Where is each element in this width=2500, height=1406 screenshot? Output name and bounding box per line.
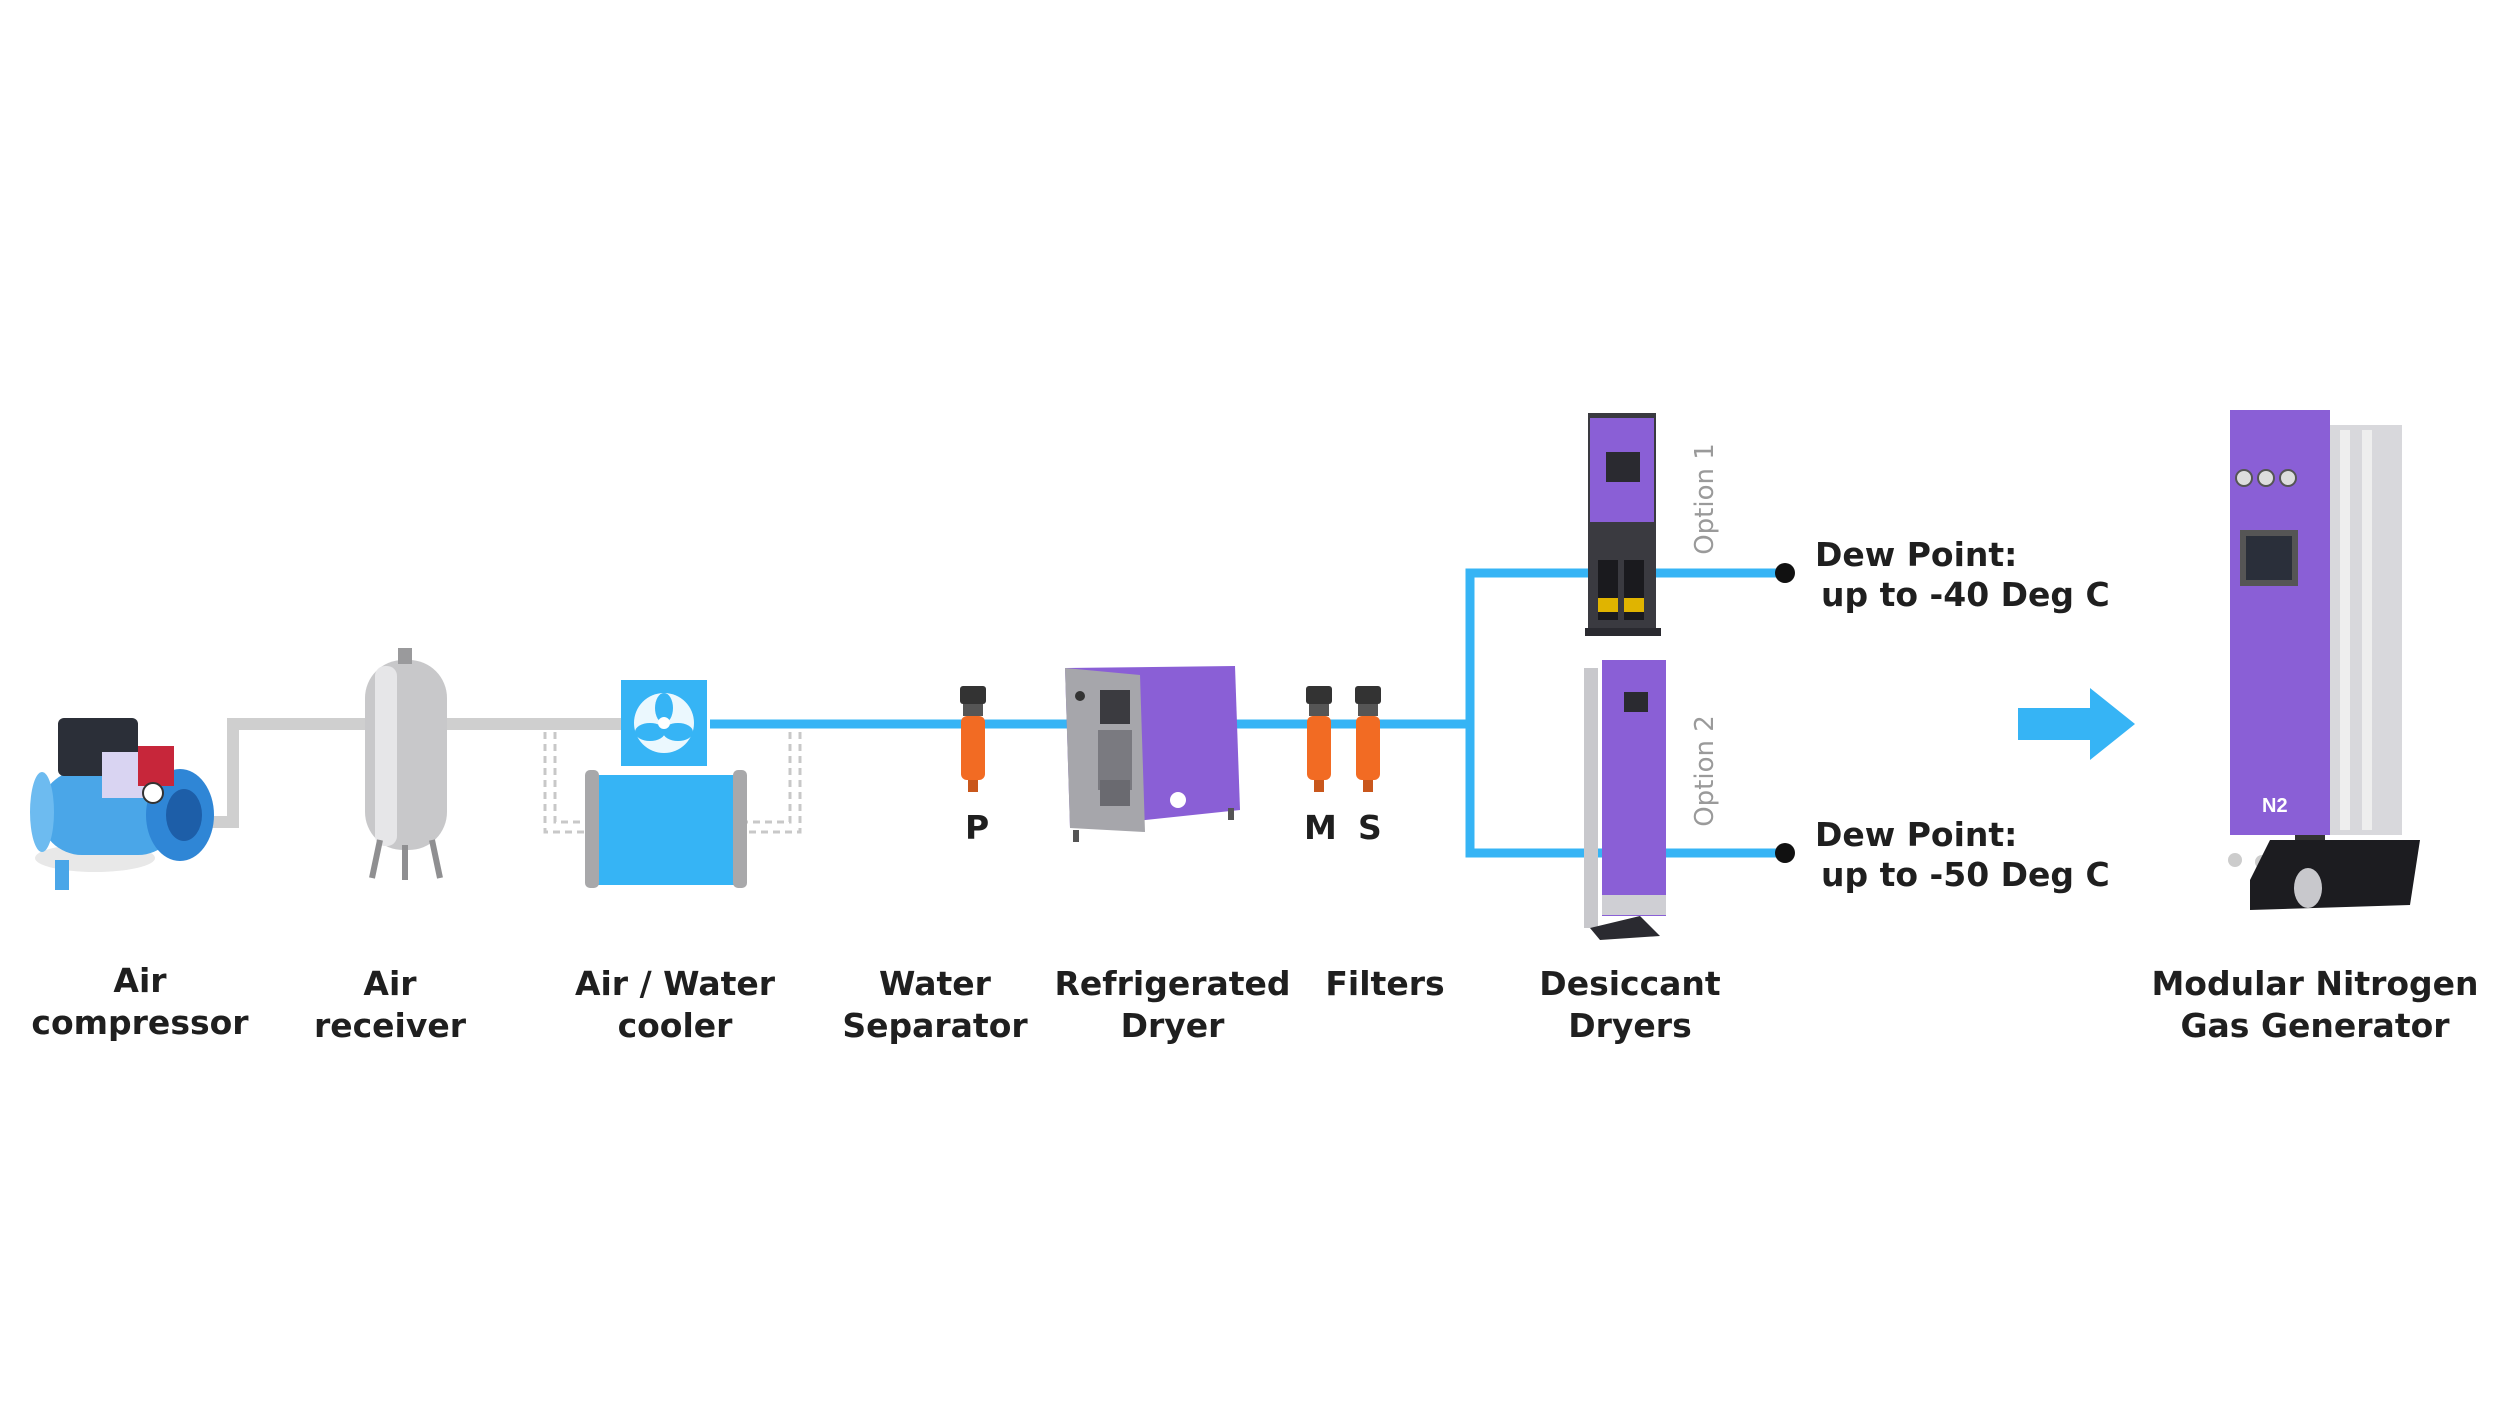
label-line: Refrigerated <box>1054 964 1291 1003</box>
label-line: compressor <box>31 1003 249 1042</box>
label-line: Air <box>363 964 417 1003</box>
option-2-label: Option 2 <box>1690 715 1720 827</box>
cooler-dashed-loop <box>543 732 802 834</box>
label-desiccant-dryers: Desiccant Dryers <box>1520 963 1740 1047</box>
label-filters: Filters <box>1300 963 1470 1005</box>
label-line: Gas Generator <box>2180 1006 2450 1045</box>
label-water-separator: Water Separator <box>835 963 1035 1047</box>
nitrogen-generator-icon: N2 <box>2228 410 2420 910</box>
label-air-compressor: Air compressor <box>10 960 270 1044</box>
label-cooler: Air / Water cooler <box>560 963 790 1047</box>
cooler-icon <box>585 770 747 888</box>
label-line: receiver <box>313 1006 467 1045</box>
filter-label-p: P <box>965 808 990 847</box>
desiccant-dryer-icon <box>1584 660 1666 940</box>
dew-point-marker <box>1775 843 1795 863</box>
label-line: Dryers <box>1568 1006 1692 1045</box>
label-line: Water <box>879 964 991 1003</box>
dryer-icon <box>1065 666 1240 842</box>
dew-point-title: Dew Point: <box>1815 815 2018 854</box>
dew-point-value: up to -40 Deg C <box>1821 575 2110 614</box>
label-line: Air / Water <box>574 964 776 1003</box>
filter-icon <box>1355 686 1381 792</box>
label-refrigerated-dryer: Refrigerated Dryer <box>1050 963 1295 1047</box>
dew-point-option-2: Dew Point: up to -50 Deg C <box>1815 815 2110 895</box>
compressor-icon <box>30 718 214 890</box>
label-line: Filters <box>1325 964 1445 1003</box>
dew-point-marker <box>1775 563 1795 583</box>
arrow-right-icon <box>2018 688 2135 760</box>
desiccant-dryer-icon <box>1585 413 1661 636</box>
label-air-receiver: Air receiver <box>280 963 500 1047</box>
filter-icon <box>1306 686 1332 792</box>
option-1-label: Option 1 <box>1690 443 1720 555</box>
label-line: Desiccant <box>1539 964 1721 1003</box>
filter-label-s: S <box>1358 808 1382 847</box>
label-line: cooler <box>617 1006 733 1045</box>
dew-point-value: up to -50 Deg C <box>1821 855 2110 894</box>
receiver-tank-icon <box>365 648 447 880</box>
dew-point-option-1: Dew Point: up to -40 Deg C <box>1815 535 2110 615</box>
generator-badge: N2 <box>2262 795 2288 817</box>
label-line: Dryer <box>1120 1006 1225 1045</box>
label-line: Air <box>113 961 167 1000</box>
label-nitrogen-generator: Modular Nitrogen Gas Generator <box>2150 963 2480 1047</box>
label-line: Separator <box>842 1006 1028 1045</box>
fan-icon <box>621 680 707 766</box>
dew-point-title: Dew Point: <box>1815 535 2018 574</box>
label-line: Modular Nitrogen <box>2151 964 2479 1003</box>
filter-label-m: M <box>1304 808 1337 847</box>
filter-icon <box>960 686 986 792</box>
